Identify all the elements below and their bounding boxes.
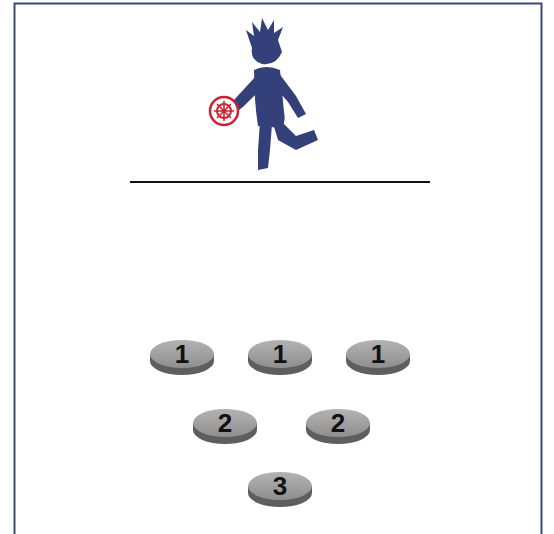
target-disc: 2 xyxy=(192,408,258,446)
target-disc: 3 xyxy=(247,471,313,509)
point-number: 1 xyxy=(345,339,411,369)
target-disc: 1 xyxy=(345,339,411,377)
point-number: 1 xyxy=(149,339,215,369)
point-number: 2 xyxy=(192,408,258,438)
target-disc: 1 xyxy=(149,339,215,377)
beanbag xyxy=(210,97,238,125)
point-number: 1 xyxy=(247,339,313,369)
target-disc: 1 xyxy=(247,339,313,377)
throw-line xyxy=(130,181,430,183)
point-number: 3 xyxy=(247,471,313,501)
target-disc: 2 xyxy=(305,408,371,446)
point-number: 2 xyxy=(305,408,371,438)
frame-border xyxy=(15,4,542,534)
thrower-figure xyxy=(228,18,318,170)
